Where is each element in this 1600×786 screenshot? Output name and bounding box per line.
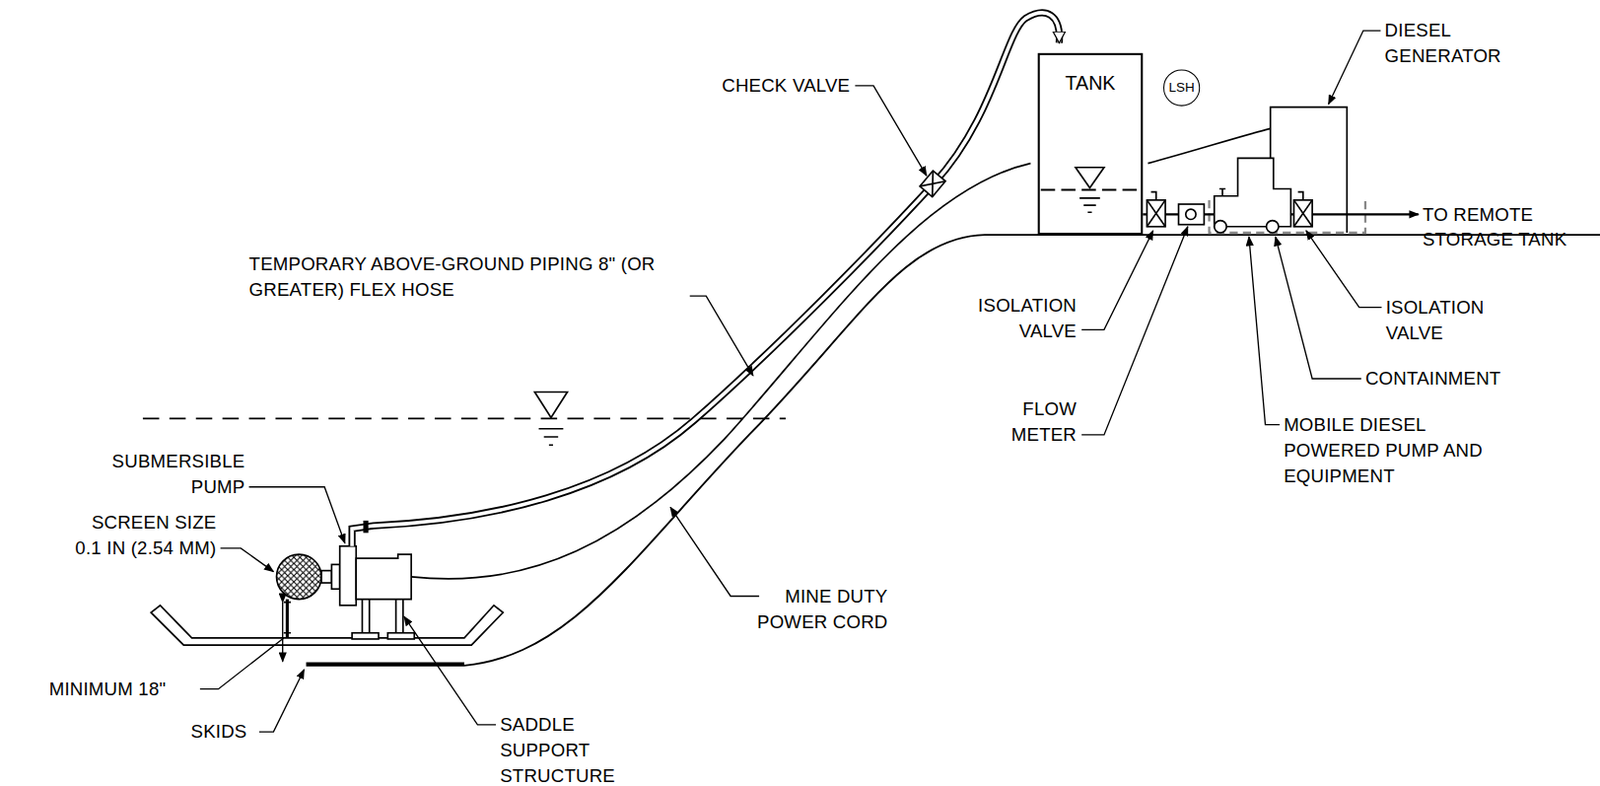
callout-label: TO REMOTE STORAGE TANK: [1422, 201, 1597, 253]
callout-label: SKIDS: [191, 718, 248, 745]
tank-box: TANK: [1038, 53, 1144, 235]
callout-label: SADDLE SUPPORT STRUCTURE: [499, 711, 648, 786]
callout-label: ISOLATION VALVE: [949, 292, 1077, 345]
callout-label: MINIMUM 18": [49, 676, 167, 702]
callout-label: MINE DUTY POWER CORD: [729, 583, 888, 635]
callout-label: FLOW METER: [984, 396, 1077, 448]
node-text: LSH: [1164, 69, 1199, 104]
callout-label: SCREEN SIZE 0.1 IN (2.54 MM): [63, 509, 216, 561]
node-text: TANK: [1040, 55, 1141, 95]
level-switch-circle: LSH: [1163, 69, 1200, 106]
callout-label: CHECK VALVE: [721, 72, 850, 99]
callout-label: MOBILE DIESEL POWERED PUMP AND EQUIPMENT: [1283, 412, 1493, 489]
callout-label: CONTAINMENT: [1365, 365, 1502, 392]
callout-label: SUBMERSIBLE PUMP: [91, 448, 245, 500]
callout-label: ISOLATION VALVE: [1386, 294, 1514, 347]
callout-label: DIESEL GENERATOR: [1385, 17, 1524, 70]
callout-label: TEMPORARY ABOVE-GROUND PIPING 8" (OR GRE…: [249, 251, 689, 303]
